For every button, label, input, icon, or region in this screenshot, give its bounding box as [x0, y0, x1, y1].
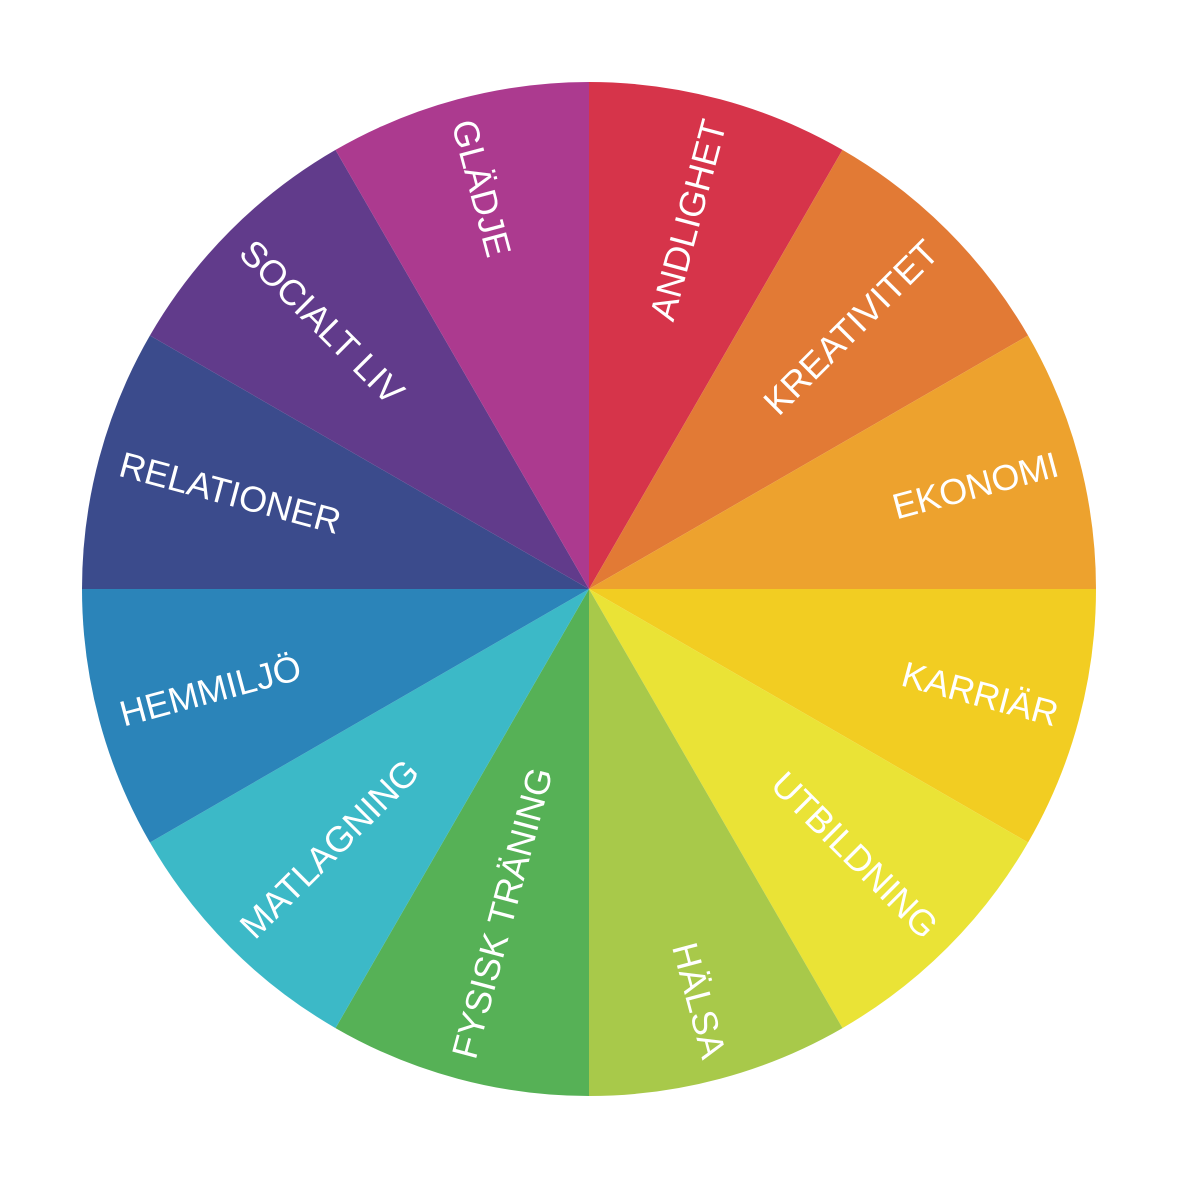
wheel-slice-matlagning — [149, 589, 589, 1029]
wheel-slice-kreativitet — [589, 149, 1029, 589]
wheel-slice-hemmiljo — [82, 589, 589, 843]
wheel-slice-karriar — [589, 589, 1096, 843]
wheel-slice-fysisk-traning — [335, 589, 589, 1096]
wheel-slice-utbildning — [589, 589, 1029, 1029]
wheel-slice-andlighet — [589, 82, 843, 589]
wheel-slice-relationer — [82, 335, 589, 589]
wheel-slice-socialt-liv — [149, 149, 589, 589]
wheel-slices — [82, 82, 1096, 1096]
wheel-slice-gladje — [335, 82, 589, 589]
wheel-slice-halsa — [589, 589, 843, 1096]
wheel-slice-ekonomi — [589, 335, 1096, 589]
